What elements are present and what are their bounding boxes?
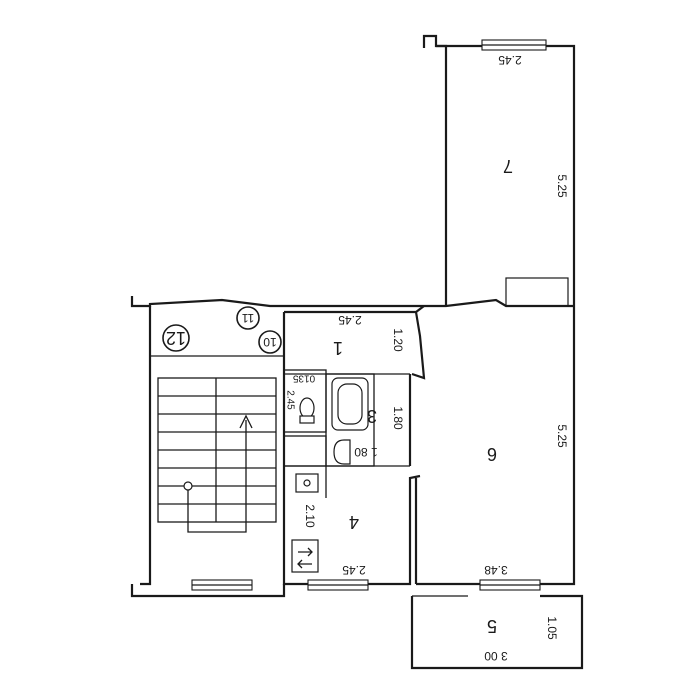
dim-wc-side: 2.45 xyxy=(285,390,296,410)
stove-arrow-right xyxy=(298,547,313,557)
toilet xyxy=(299,397,315,419)
stair-arrow xyxy=(239,414,253,429)
dim-room-6-bottom: 3.48 xyxy=(484,563,508,577)
dim-room-3-side: 1.80 xyxy=(391,406,405,430)
marker-10: 10 xyxy=(258,330,282,354)
room-5-number: 5 xyxy=(487,616,497,636)
dim-room-4-bottom: 2.45 xyxy=(342,563,366,577)
bathtub-inner xyxy=(337,383,363,425)
stair-start-dot xyxy=(183,481,193,491)
dim-room-6-side: 5.25 xyxy=(555,424,569,448)
room-6-walls xyxy=(411,311,576,591)
dim-room-5-side: 1.05 xyxy=(545,616,559,640)
washbasin xyxy=(333,439,351,465)
stove xyxy=(291,539,319,573)
bathroom-block xyxy=(282,312,421,591)
room-3-number: 3 xyxy=(367,406,377,426)
dim-room-7-top: 2.45 xyxy=(498,53,522,67)
stairwell-walls xyxy=(130,296,286,598)
dim-room-3-bottom: 1 80 xyxy=(354,445,378,459)
marker-12: 12 xyxy=(162,324,190,352)
marker-11-label: 11 xyxy=(241,311,254,325)
room-5-balcony xyxy=(410,594,584,670)
dim-room-4-side: 2.10 xyxy=(303,504,317,528)
marker-12-label: 12 xyxy=(166,328,186,348)
room-7-walls xyxy=(422,34,576,312)
marker-11: 11 xyxy=(236,306,260,330)
fixtures xyxy=(291,377,369,573)
stairs xyxy=(157,377,277,533)
room-7-closet xyxy=(505,277,569,307)
dim-wc-top: 0135 xyxy=(292,373,315,384)
dim-room-5-bottom: 3 00 xyxy=(484,649,508,663)
marker-10-label: 10 xyxy=(263,335,277,349)
dim-room-1-side: 1.20 xyxy=(391,328,405,352)
room-7-number: 7 xyxy=(503,156,513,176)
dim-room-1-top: 2.45 xyxy=(338,313,362,327)
sink-drain xyxy=(303,479,311,487)
toilet-tank xyxy=(299,415,315,424)
stove-arrow-left xyxy=(297,559,312,569)
room-4-number: 4 xyxy=(349,512,359,532)
shaft xyxy=(283,435,327,467)
room-6-number: 6 xyxy=(487,444,497,464)
room-1-number: 1 xyxy=(333,338,343,358)
dim-room-7-side: 5.25 xyxy=(555,174,569,198)
